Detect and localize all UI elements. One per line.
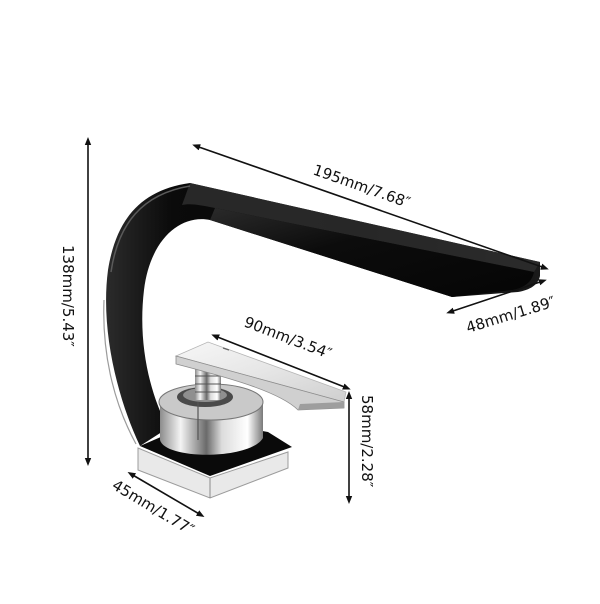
dimension-line-spout-width [446, 279, 547, 314]
label-spout-width: 48mm/1.89″ [464, 292, 558, 336]
label-handle-length: 90mm/3.54″ [242, 313, 335, 363]
label-handle-height: 58mm/2.28″ [358, 395, 376, 488]
dimension-line-base-width [127, 471, 205, 518]
dimension-line-handle-length [211, 334, 351, 390]
label-total-height: 138mm/5.43″ [59, 245, 77, 347]
dimension-lines [84, 137, 549, 518]
dimension-line-spout-length [192, 144, 549, 270]
